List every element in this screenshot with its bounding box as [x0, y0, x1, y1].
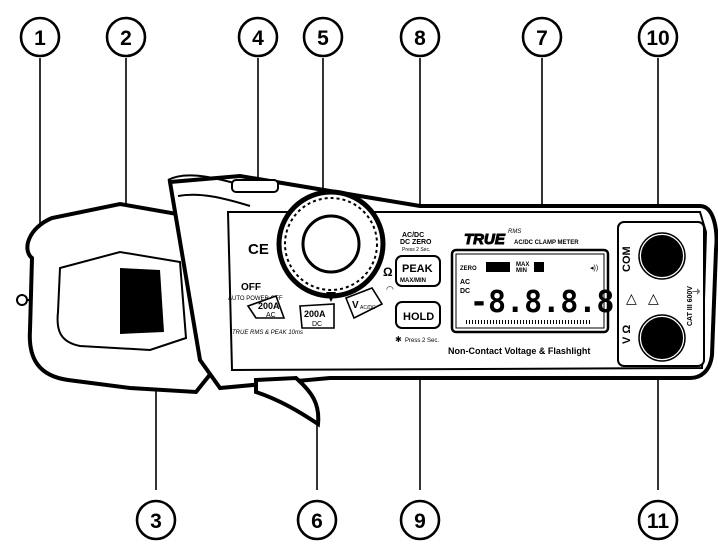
ohm-label: Ω — [383, 265, 393, 279]
clamp-jaw — [16, 201, 218, 395]
warning-icon-1: △ — [626, 290, 637, 306]
range-v-sub-label: AC/DC — [360, 305, 376, 311]
range-200a-dc-label: 200A — [304, 309, 326, 319]
range-200a-ac-label: 200A — [258, 301, 280, 311]
lcd-digits: -8.8.8.8 — [470, 285, 615, 320]
flashlight-icon: ✱ — [395, 335, 402, 344]
cat-rating-label: CAT III 600V — [687, 286, 694, 326]
callout-8: 8 — [399, 16, 441, 58]
svg-text:8: 8 — [414, 27, 426, 50]
ncv-flashlight-label: Non-Contact Voltage & Flashlight — [448, 346, 590, 356]
svg-text:4: 4 — [252, 27, 264, 50]
lcd-peak-indicator: PEAK — [488, 266, 505, 272]
v-ohm-jack[interactable] — [641, 317, 683, 359]
lcd-display: ZERO PEAK MAX MIN H AC DC -8.8.8.8 ◂)) — [450, 248, 615, 334]
lcd-max-indicator: MAX — [516, 262, 529, 268]
lcd-sound-icon: ◂)) — [590, 265, 598, 272]
hold-label: HOLD — [403, 311, 434, 323]
callout-7: 7 — [521, 16, 563, 58]
rotary-dial[interactable] — [276, 189, 386, 302]
dial-pointer — [326, 292, 336, 302]
range-ac-label: AC — [266, 312, 276, 319]
dc-zero-label: DC ZERO — [400, 239, 432, 246]
warning-icon-2: △ — [648, 290, 659, 306]
callout-4: 4 — [237, 16, 279, 58]
range-v-label: V — [352, 300, 359, 311]
svg-text:1: 1 — [34, 27, 46, 50]
svg-text:2: 2 — [120, 27, 132, 50]
off-label: OFF — [241, 282, 261, 293]
clamp-meter-label: AC/DC CLAMP METER — [514, 240, 579, 246]
ce-mark: CE — [248, 241, 269, 258]
ground-icon: ⏚ — [692, 287, 702, 296]
svg-text:3: 3 — [150, 510, 162, 533]
lcd-zero-indicator: ZERO — [460, 266, 477, 272]
callout-10: 10 — [637, 16, 679, 58]
svg-text:6: 6 — [311, 510, 323, 533]
leader-lines — [39, 58, 659, 490]
rms-logo: RMS — [508, 229, 521, 235]
hold-button[interactable] — [395, 301, 441, 329]
v-ohm-label: V Ω — [621, 325, 633, 344]
max-min-label: MAX/MIN — [400, 278, 426, 284]
svg-text:5: 5 — [317, 27, 329, 50]
callout-5: 5 — [302, 16, 344, 58]
com-jack[interactable] — [641, 235, 683, 277]
peak-button[interactable] — [395, 255, 441, 287]
true-logo: TRUE — [464, 231, 506, 248]
com-label: COM — [621, 246, 633, 272]
input-terminals: COM V Ω △ △ CAT III 600V ⏚ — [617, 221, 705, 367]
jaw-trigger[interactable] — [254, 375, 321, 428]
panel-labels: CE OFF AUTO POWER OFF 200A AC 200A DC V … — [228, 229, 590, 356]
svg-text:7: 7 — [536, 27, 548, 50]
callout-9: 9 — [399, 499, 441, 541]
peak-label: PEAK — [402, 263, 433, 275]
svg-text:10: 10 — [646, 27, 669, 50]
lcd-hold-indicator: H — [536, 265, 541, 272]
range-dc-label: DC — [312, 321, 322, 328]
auto-power-off-label: AUTO POWER OFF — [228, 296, 283, 302]
true-rms-peak-label: TRUE RMS & PEAK 10ms — [232, 330, 303, 336]
lcd-dc-indicator: DC — [460, 288, 470, 295]
press-2-sec-label-top: Press 2 Sec. — [402, 247, 430, 253]
callout-6: 6 — [296, 499, 338, 541]
lcd-min-indicator: MIN — [516, 268, 527, 274]
press-2-sec-label: Press 2 Sec. — [405, 338, 439, 344]
ncv-symbol: ◠ — [386, 284, 394, 294]
callout-1: 1 — [19, 16, 61, 58]
callout-2: 2 — [105, 16, 147, 58]
jaw-release-button[interactable] — [231, 179, 279, 193]
svg-text:9: 9 — [414, 510, 426, 533]
jaw-opening — [120, 268, 164, 334]
svg-text:11: 11 — [647, 510, 670, 533]
callout-11: 11 — [637, 499, 679, 541]
lcd-ac-indicator: AC — [460, 279, 470, 286]
callout-3: 3 — [135, 499, 177, 541]
acdc-label: AC/DC — [402, 232, 424, 239]
